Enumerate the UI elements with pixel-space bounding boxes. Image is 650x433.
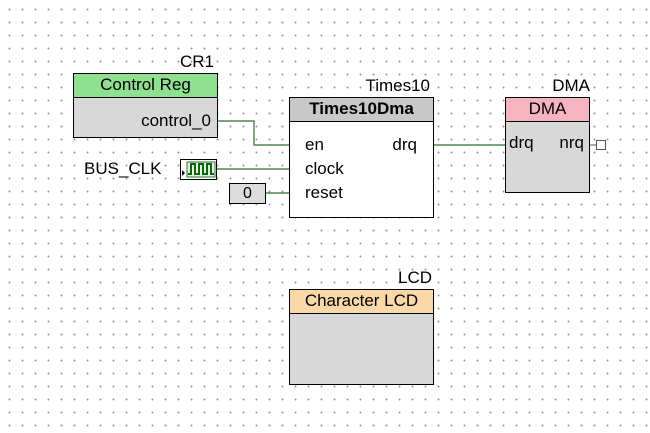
- control-0-pin-label: control_0: [141, 111, 211, 130]
- times10dma-header: Times10Dma: [290, 98, 433, 122]
- dma-nrq-pin-label: nrq: [559, 133, 584, 152]
- character-lcd-header: Character LCD: [290, 290, 433, 314]
- constant-zero-box[interactable]: 0: [229, 183, 266, 204]
- dma-drq-pin-label: drq: [509, 133, 534, 152]
- times10dma-block[interactable]: Times10Dma en clock reset drq: [289, 97, 434, 218]
- character-lcd-block[interactable]: Character LCD: [289, 289, 434, 385]
- dma-instance-name: DMA: [552, 76, 590, 95]
- control-reg-header: Control Reg: [74, 74, 217, 98]
- reset-pin-label: reset: [305, 183, 343, 202]
- wire-control-to-en: [218, 120, 290, 146]
- en-pin-label: en: [305, 135, 324, 154]
- control-reg-block[interactable]: Control Reg control_0: [73, 73, 218, 138]
- drq-out-pin-label: drq: [392, 135, 417, 154]
- clock-waveform-icon[interactable]: [180, 159, 218, 181]
- dma-block[interactable]: DMA drq nrq: [505, 97, 590, 193]
- nrq-terminal-icon[interactable]: [596, 140, 606, 150]
- dma-header: DMA: [506, 98, 589, 122]
- times10-instance-name: Times10: [365, 76, 430, 95]
- clock-pin-label: clock: [305, 159, 344, 178]
- cr1-instance-name: CR1: [179, 52, 214, 71]
- lcd-instance-name: LCD: [397, 268, 432, 287]
- bus-clk-label: BUS_CLK: [84, 159, 162, 178]
